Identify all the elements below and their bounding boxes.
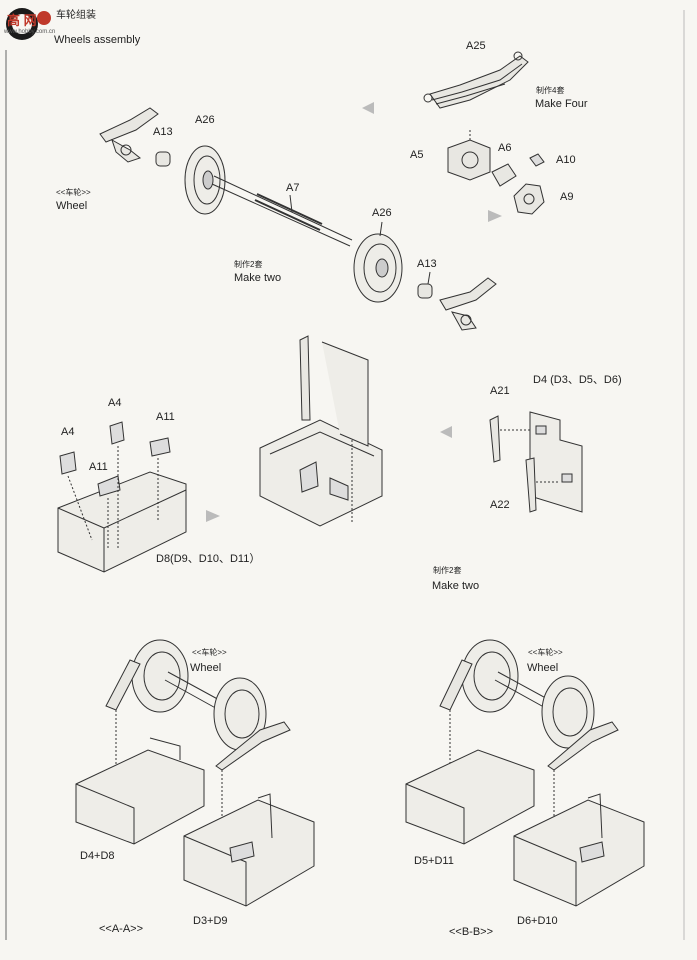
axle-a7 (211, 175, 353, 247)
label-a26-bottom: A26 (372, 207, 392, 219)
label-view-bb: <<B-B>> (449, 926, 494, 938)
label-a10: A10 (556, 154, 576, 166)
box-d8-exploded (57, 421, 187, 573)
part-a10 (529, 153, 545, 167)
arm-a21 (489, 415, 530, 463)
label-a21: A21 (490, 385, 510, 397)
hobby-logo: 高 网 www.hobby.com.cn (0, 2, 70, 42)
spring-left (99, 107, 159, 163)
label-d4-d8: D4+D8 (80, 850, 115, 862)
wheelset-b-b (439, 639, 619, 848)
note-wheel-right-cn: <<车轮>> (528, 648, 563, 657)
note-make-two-en: Make two (234, 272, 282, 284)
label-a7: A7 (286, 182, 300, 194)
label-a22: A22 (490, 499, 510, 511)
label-a4-top: A4 (108, 397, 122, 409)
note-wheel-left-en: Wheel (190, 662, 222, 674)
plate-a6 (491, 163, 517, 187)
box-d5-d11 (405, 749, 535, 845)
box-d6-d10 (513, 793, 645, 907)
note-make-two2-en: Make two (432, 580, 480, 592)
label-a9: A9 (560, 191, 574, 203)
label-a26-top: A26 (195, 114, 215, 126)
note-wheel-cn: <<车轮>> (56, 188, 91, 197)
label-d5-d11: D5+D11 (414, 855, 454, 867)
wheel-a26-top (184, 145, 226, 215)
box-d3-d9 (183, 793, 315, 907)
logo-mark-icon (6, 8, 51, 40)
label-d4-group: D4 (D3、D5、D6) (533, 374, 622, 386)
label-a11-left: A11 (89, 461, 108, 473)
section-title-en: Wheels assembly (54, 34, 141, 46)
label-a4-left: A4 (61, 426, 75, 438)
label-a13-left: A13 (153, 126, 173, 138)
axle-box-a5 (447, 130, 491, 181)
bushing-a13-left (155, 151, 171, 167)
label-a13-right: A13 (417, 258, 437, 270)
note-make-two-cn: 制作2套 (234, 260, 263, 269)
box-d4-d8 (75, 737, 205, 845)
note-wheel-right-en: Wheel (527, 662, 559, 674)
wheelset-a-a (105, 639, 291, 848)
label-a5: A5 (410, 149, 424, 161)
leaf-spring-a25 (423, 51, 529, 109)
label-a25: A25 (466, 40, 486, 52)
note-make-four-cn: 制作4套 (536, 86, 565, 95)
label-a11-top: A11 (156, 411, 175, 423)
bushing-a13-right (417, 283, 433, 299)
label-d3-d9: D3+D9 (193, 915, 228, 927)
box-assembled-middle (259, 335, 383, 527)
note-wheel-en: Wheel (56, 200, 88, 212)
note-make-four-en: Make Four (535, 98, 588, 110)
logo-url: www.hobby.com.cn (4, 29, 56, 35)
wheel-a26-bottom (353, 233, 403, 303)
cover-a9 (513, 183, 545, 215)
arm-a22 (525, 457, 560, 513)
label-d6-d10: D6+D10 (517, 915, 558, 927)
label-d8-group: D8(D9、D10、D11） (156, 553, 261, 565)
label-a6: A6 (498, 142, 512, 154)
note-make-two2-cn: 制作2套 (433, 566, 462, 575)
spring-right (439, 277, 497, 331)
note-wheel-left-cn: <<车轮>> (192, 648, 227, 657)
plate-d4 (529, 411, 583, 513)
label-view-aa: <<A-A>> (99, 923, 144, 935)
section-title-cn: 车轮组装 (56, 10, 96, 21)
logo-text: 高 网 (7, 13, 37, 28)
